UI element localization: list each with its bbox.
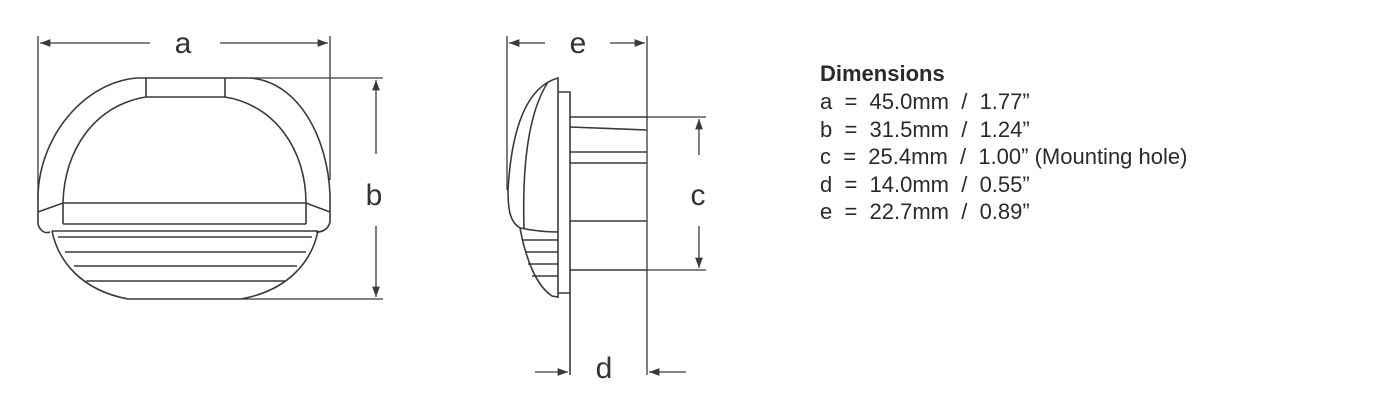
dimension-row-b: b = 31.5mm / 1.24” xyxy=(820,116,1030,142)
dimension-c: c xyxy=(647,116,706,271)
dimensions-title: Dimensions xyxy=(820,61,945,86)
dimension-e: e xyxy=(506,27,648,375)
dimension-b: b xyxy=(241,77,383,300)
dimension-row-a: a = 45.0mm / 1.77” xyxy=(820,89,1030,114)
dimension-row-d: d = 14.0mm / 0.55” xyxy=(820,171,1030,197)
front-view xyxy=(37,77,331,300)
side-view xyxy=(507,76,648,375)
dimensions-list: Dimensions a = 45.0mm / 1.77” b = 31.5mm… xyxy=(820,60,1187,226)
label-c: c xyxy=(691,179,706,212)
label-d: d xyxy=(596,352,613,385)
label-a: a xyxy=(175,27,192,60)
dimension-row-e: e = 22.7mm / 0.89” xyxy=(820,199,1030,224)
label-e: e xyxy=(570,27,587,60)
label-b: b xyxy=(366,179,383,212)
dimension-a: a xyxy=(37,27,331,200)
dimension-d: d xyxy=(535,352,686,385)
dimension-row-c: c = 25.4mm / 1.00” (Mounting hole) xyxy=(820,144,1188,169)
